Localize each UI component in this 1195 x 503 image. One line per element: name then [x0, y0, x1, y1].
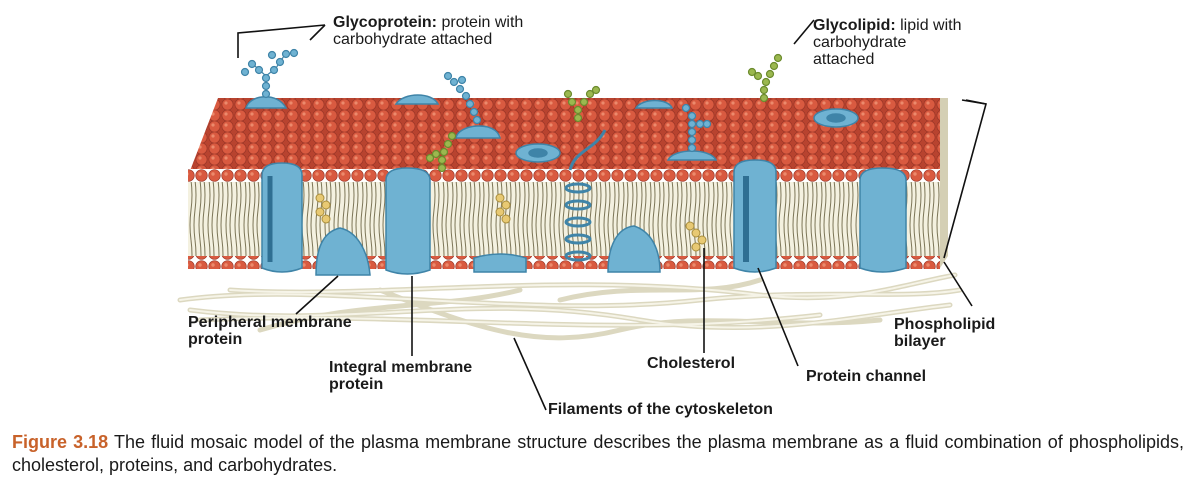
glycoprotein-desc-2: carbohydrate attached: [333, 31, 493, 48]
protein-channel-label: Protein channel: [806, 368, 926, 385]
integral-protein-label: Integral membrane protein: [329, 359, 472, 393]
membrane-diagram: [177, 19, 987, 411]
phospholipid-line-1: Phospholipid: [894, 316, 996, 333]
glycolipid-chains: [425, 53, 783, 173]
glycolipid-desc-3: attached: [813, 51, 875, 68]
figure-number: Figure 3.18: [12, 432, 109, 452]
caption-text: The fluid mosaic model of the plasma mem…: [12, 432, 1184, 475]
integral-line-1: Integral membrane: [329, 359, 473, 376]
helical-protein: [564, 129, 607, 262]
phospholipid-line-2: bilayer: [894, 333, 946, 350]
cholesterol-text: Cholesterol: [647, 355, 736, 372]
cholesterol-label: Cholesterol: [647, 355, 735, 372]
glycoprotein-term: Glycoprotein:: [333, 14, 438, 31]
glycolipid-desc-1: lipid with: [900, 17, 962, 34]
bilayer-top-surface: [188, 98, 942, 176]
peripheral-line-2: protein: [188, 331, 243, 348]
integral-line-2: protein: [329, 376, 384, 393]
filaments-text: Filaments of the cytoskeleton: [548, 401, 773, 418]
peripheral-line-1: Peripheral membrane: [188, 314, 352, 331]
leader-lines: [237, 19, 987, 411]
glycoprotein-label: Glycoprotein: protein with carbohydrate …: [333, 14, 523, 48]
phospholipid-bilayer-label: Phospholipid bilayer: [894, 316, 995, 350]
figure-caption: Figure 3.18 The fluid mosaic model of th…: [12, 431, 1184, 477]
glycolipid-term: Glycolipid:: [813, 17, 896, 34]
cholesterol-molecules: [315, 193, 707, 252]
surface-proteins: [245, 94, 859, 163]
peripheral-protein-label: Peripheral membrane protein: [188, 314, 352, 348]
protein-channel-text: Protein channel: [806, 368, 927, 385]
peripheral-proteins: [315, 225, 661, 276]
glycoprotein-chains: [240, 48, 712, 153]
glycolipid-label: Glycolipid: lipid with carbohydrate atta…: [813, 17, 961, 68]
glycolipid-desc-2: carbohydrate: [813, 34, 907, 51]
filaments-label: Filaments of the cytoskeleton: [548, 401, 773, 418]
bilayer-front-face: [188, 176, 940, 268]
integral-proteins: [261, 159, 907, 275]
glycoprotein-desc-1: protein with: [441, 14, 524, 31]
